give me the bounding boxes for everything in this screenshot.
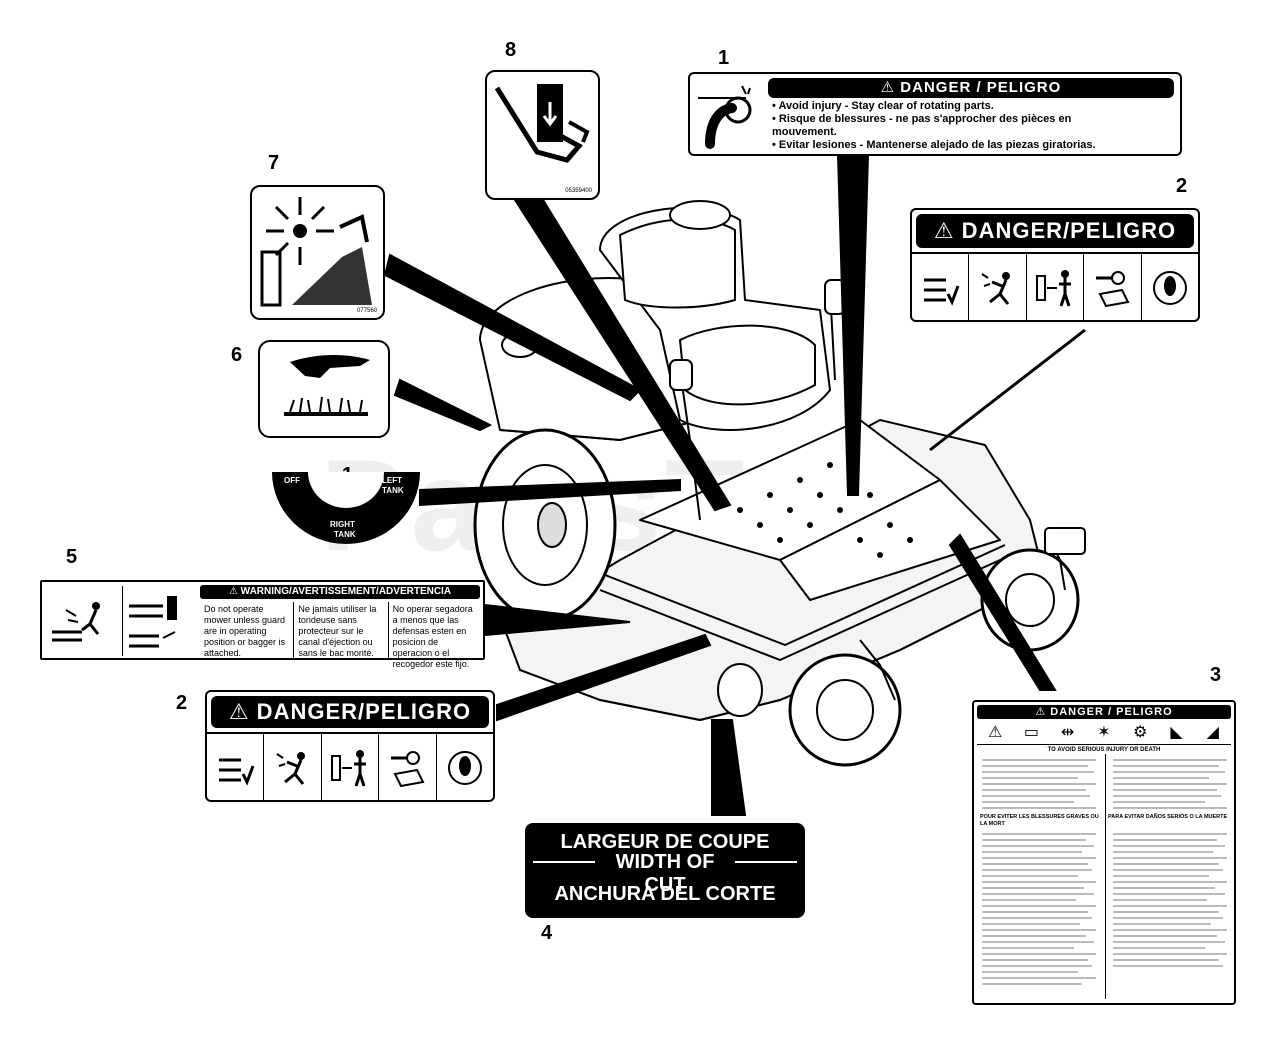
hot-surface-icon [284,355,370,416]
blade-hazard-icon [207,734,265,802]
thrown-object-icon [969,254,1027,322]
fuel-right-label: RIGHT [330,520,355,529]
callout-number: 4 [541,922,553,944]
warning-triangle-icon: ⚠ [987,724,1003,741]
decal-hot-surface [258,340,390,438]
decal-rotating-parts-danger: ⚠ DANGER / PELIGRO • Avoid injury - Stay… [688,72,1182,156]
decal-width-of-cut: LARGEUR DE COUPE WIDTH OF CUT ANCHURA DE… [525,823,805,918]
rotating-parts-icon [696,80,762,150]
decal-line: mouvement. [772,126,837,138]
decal-line: • Risque de blessures - ne pas s'approch… [772,113,1072,125]
remove-key-manual-icon [379,734,437,802]
decal-crush-hazard: 05359400 [485,70,600,200]
width-of-cut-en: WIDTH OF CUT [595,851,735,897]
width-of-cut-es: ANCHURA DEL CORTE [554,883,776,905]
keep-distance-icon [1027,254,1085,322]
section-fr-heading: POUR EVITER LES BLESSURES GRAVES OU LA M… [980,814,1100,828]
decal-thrown-objects: 077560 [250,185,385,320]
warning-text-fr: Ne jamais utiliser la tondeuse sans prot… [294,602,389,658]
decal-header: ⚠ DANGER/PELIGRO [211,696,489,728]
decal-icon-strip: ⚠ ▭ ⇹ ✶ ⚙ ◣ ◢ [977,722,1231,745]
fuel-left-tank-label: TANK [382,486,404,495]
thrown-objects-icon [260,197,372,307]
fuel-left-label: LEFT [382,476,402,485]
fine-print-left [982,759,1096,985]
slope-hazard-icon: ◣ [1170,724,1183,741]
decal-header: ⚠ DANGER / PELIGRO [768,78,1174,98]
decal-warning-guard: ⚠ WARNING/AVERTISSEMENT/ADVERTENCIA Do n… [40,580,485,669]
fuel-right-tank-label: TANK [334,530,356,539]
fuel-selector-decal: OFF LEFT TANK RIGHT TANK [272,472,420,544]
thrown-object-icon: ✶ [1097,724,1111,741]
guard-position-icon [122,586,197,656]
blade-hazard-icon [912,254,970,322]
callout-number: 3 [1210,664,1222,686]
callout-number: 1 [718,47,730,69]
warning-text-en: Do not operate mower unless guard are in… [200,602,295,658]
decal-line: • Evitar lesiones - Mantenerse alejado d… [772,139,1096,151]
keep-distance-icon [322,734,380,802]
part-number: 077560 [356,308,377,314]
part-number: 05359400 [565,188,592,194]
manual-icon: ▭ [1023,724,1039,741]
callout-number: 2 [176,692,188,714]
callout-number: 2 [1176,175,1188,197]
decal-danger-pictograms: ⚠ DANGER/PELIGRO [205,690,495,802]
callout-number: 7 [268,152,280,174]
rollover-icon: ◢ [1206,724,1219,741]
fuel-off-label: OFF [284,476,300,485]
section-es-heading: PARA EVITAR DAÑOS SERIOS O LA MUERTE [1108,814,1228,821]
callout-number: 5 [66,546,78,568]
decal-danger-pictograms: ⚠ DANGER/PELIGRO [910,208,1200,322]
thrown-object-icon [46,586,116,656]
fine-print-right [1112,759,1227,967]
read-manual-icon [437,734,493,802]
remove-key-manual-icon [1084,254,1142,322]
decal-header: ⚠ DANGER / PELIGRO [977,705,1231,719]
decal-line: • Avoid injury - Stay clear of rotating … [772,100,994,112]
read-manual-icon [1142,254,1198,322]
thrown-object-icon [264,734,322,802]
crush-hand-icon [494,84,590,163]
keep-distance-icon: ⇹ [1061,724,1075,741]
callout-number: 6 [231,344,243,366]
blade-hazard-icon: ⚙ [1133,724,1148,741]
warning-text-es: No operar segadora a menos que las defen… [392,604,473,669]
decal-subheader: TO AVOID SERIOUS INJURY OR DEATH [1047,747,1161,753]
width-of-cut-fr: LARGEUR DE COUPE [560,831,770,853]
callout-number: 8 [505,39,517,61]
decal-text-block: POUR EVITER LES BLESSURES GRAVES OU LA M… [978,754,1232,999]
decal-header: ⚠ WARNING/AVERTISSEMENT/ADVERTENCIA [200,585,480,599]
decal-danger-instructions: ⚠ DANGER / PELIGRO ⚠ ▭ ⇹ ✶ ⚙ ◣ ◢ TO AVOI… [972,700,1236,1005]
decal-header: ⚠ DANGER/PELIGRO [916,214,1194,248]
decal-text: • Avoid injury - Stay clear of rotating … [772,100,1172,152]
